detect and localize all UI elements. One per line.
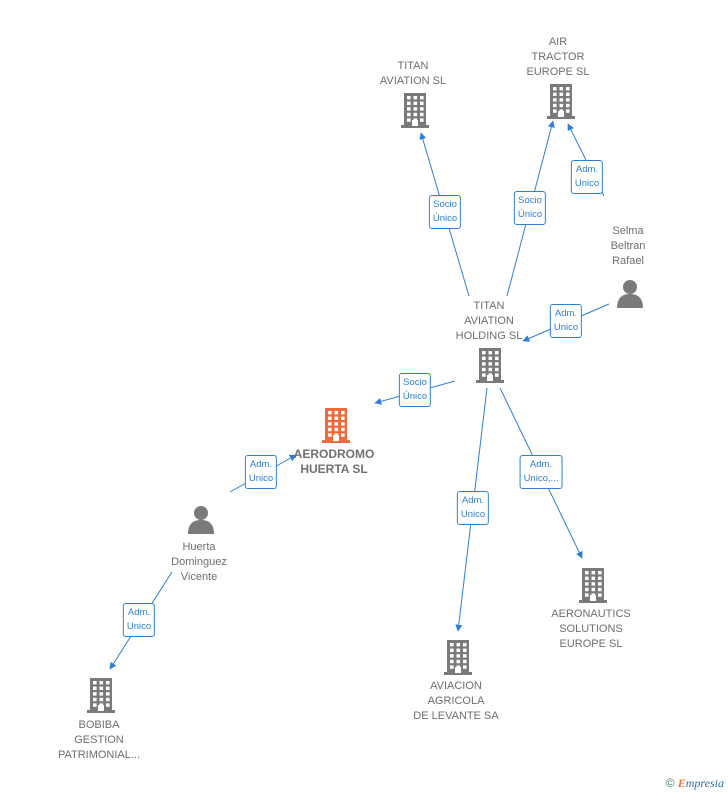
node-label-line: HOLDING SL — [455, 330, 523, 342]
building-icon[interactable] — [443, 639, 473, 680]
node-label-line: Beltran — [610, 240, 646, 252]
footer-brand: © Empresia — [666, 776, 724, 791]
edge-label-line: Unico,... — [523, 473, 559, 484]
node-label-line: Dominguez — [171, 556, 227, 568]
node-label-line: HUERTA SL — [300, 462, 368, 476]
edge-label-line: Unico — [460, 509, 486, 520]
edge-label-selma-to-titan_holding[interactable]: Adm. Unico — [549, 304, 583, 338]
person-icon[interactable] — [615, 278, 645, 313]
node-label-line: TITAN — [473, 300, 505, 312]
brand-name: Empresia — [677, 776, 724, 790]
node-label-line: TITAN — [397, 60, 429, 72]
node-label-line: AERONAUTICS — [551, 608, 631, 620]
building-icon[interactable] — [321, 407, 351, 448]
node-label-line: BOBIBA — [78, 719, 120, 731]
node-label-air-tractor[interactable]: AIR TRACTOR EUROPE SL — [527, 35, 590, 80]
edge-label-line: Adm. — [554, 308, 578, 319]
node-label-line: AVIATION — [464, 315, 514, 327]
node-label-titan-aviation[interactable]: TITAN AVIATION SL — [380, 59, 446, 89]
edge-label-line: Único — [402, 391, 428, 402]
building-icon[interactable] — [578, 567, 608, 608]
edge-label-line: Socio — [518, 195, 542, 206]
node-label-line: Rafael — [612, 255, 644, 267]
edge-label-selma-to-air_tractor[interactable]: Adm. Unico — [570, 160, 604, 194]
node-label-titan-holding[interactable]: TITAN AVIATION HOLDING SL — [456, 299, 523, 344]
edge-label-line: Único — [517, 209, 543, 220]
edge-label-line: Unico — [126, 621, 152, 632]
node-label-aeronautics[interactable]: AERONAUTICS SOLUTIONS EUROPE SL — [551, 607, 630, 652]
edge-label-line: Adm. — [529, 459, 553, 470]
edge-label-titan_holding-to-aviacion[interactable]: Adm. Unico — [456, 491, 490, 525]
node-label-line: GESTION — [74, 734, 124, 746]
edge-label-line: Unico — [248, 473, 274, 484]
edge-label-huerta-to-aerodromo[interactable]: Adm. Unico — [244, 455, 278, 489]
node-label-line: Huerta — [182, 541, 216, 553]
node-label-line: TRACTOR — [531, 51, 585, 63]
node-label-bobiba[interactable]: BOBIBA GESTION PATRIMONIAL... — [58, 718, 140, 763]
building-icon[interactable] — [400, 92, 430, 133]
node-label-aviacion[interactable]: AVIACION AGRICOLA DE LEVANTE SA — [413, 679, 498, 724]
node-label-line: Vicente — [180, 571, 218, 583]
edge-label-line: Adm. — [575, 164, 599, 175]
building-icon[interactable] — [546, 83, 576, 124]
edge-label-huerta-to-bobiba[interactable]: Adm. Unico — [122, 603, 156, 637]
edge-label-line: Adm. — [461, 495, 485, 506]
node-label-line: Selma — [612, 225, 644, 237]
edge-label-line: Socio — [403, 377, 427, 388]
edge-label-line: Socio — [433, 199, 457, 210]
edge-label-line: Unico — [574, 178, 600, 189]
node-label-line: DE LEVANTE SA — [413, 710, 499, 722]
edge-label-line: Adm. — [249, 459, 273, 470]
node-label-line: AIR — [548, 36, 568, 48]
building-icon[interactable] — [475, 347, 505, 388]
edge-label-line: Unico — [553, 322, 579, 333]
copyright-symbol: © — [665, 776, 675, 790]
edge-label-line: Adm. — [127, 607, 151, 618]
edge-label-line: Único — [432, 213, 458, 224]
building-icon[interactable] — [86, 677, 116, 718]
edge-label-titan_holding-to-aeronautics[interactable]: Adm. Unico,... — [519, 455, 563, 489]
person-icon[interactable] — [186, 504, 216, 539]
node-label-line: AVIACION — [430, 680, 482, 692]
node-label-line: PATRIMONIAL... — [57, 749, 141, 761]
node-label-line: AGRICOLA — [427, 695, 485, 707]
node-label-line: AVIATION SL — [379, 75, 447, 87]
node-label-line: EUROPE SL — [559, 638, 623, 650]
node-label-line: EUROPE SL — [526, 66, 590, 78]
node-label-line: AERODROMO — [293, 447, 375, 461]
node-label-line: SOLUTIONS — [559, 623, 623, 635]
